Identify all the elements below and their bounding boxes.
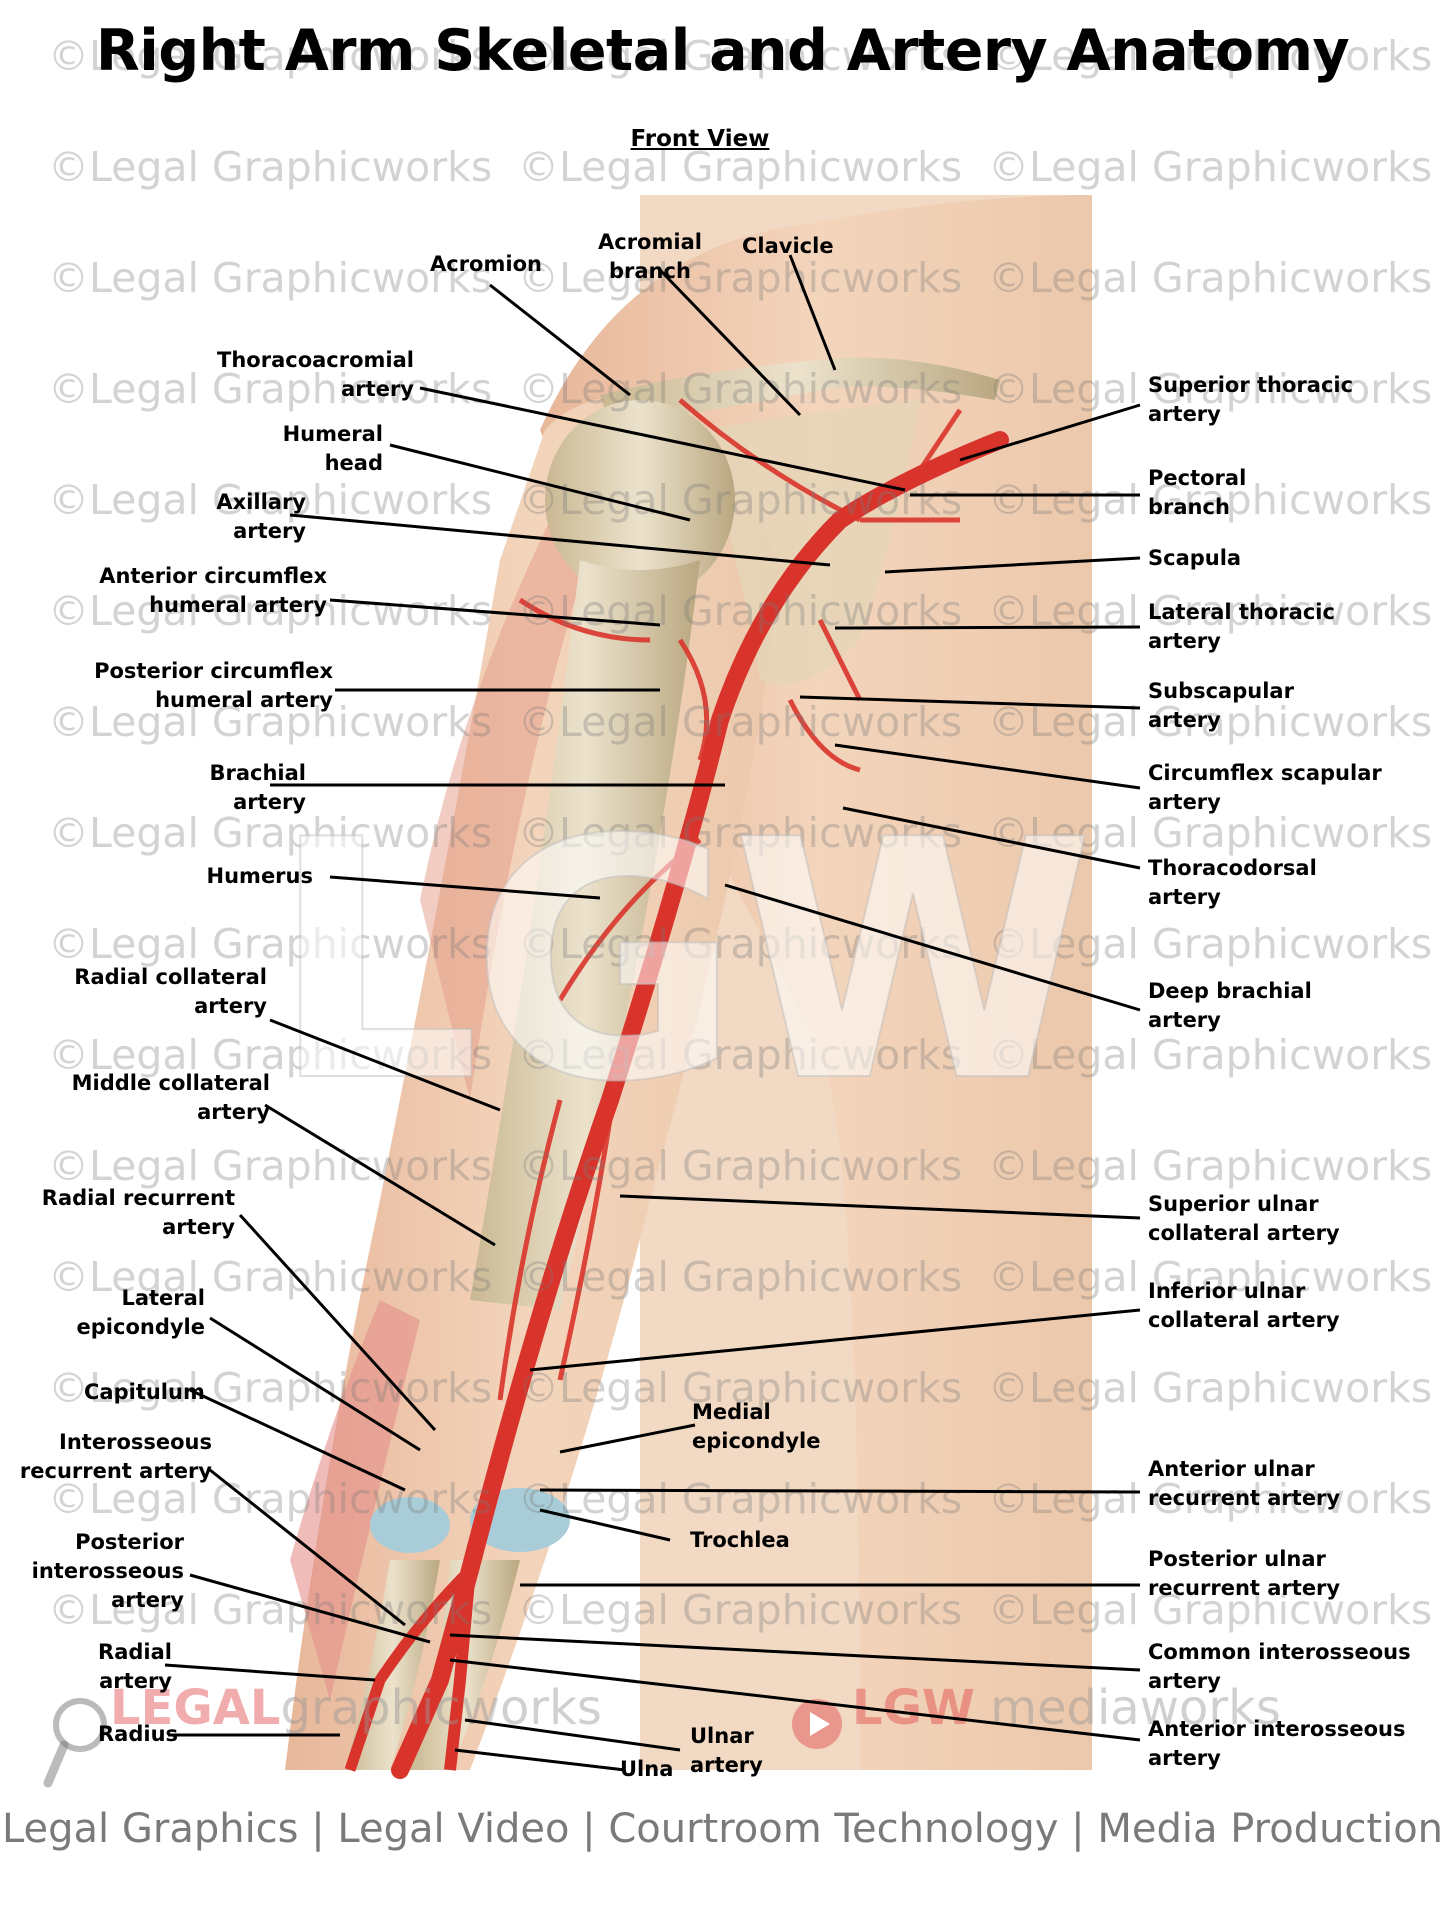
label-subscapular-artery: Subscapular artery bbox=[1148, 679, 1294, 732]
label-anterior-interosseous-artery: Anterior interosseous artery bbox=[1148, 1717, 1406, 1770]
label-superior-ulnar-collateral-artery: Superior ulnar collateral artery bbox=[1148, 1192, 1340, 1245]
ulnar-artery bbox=[444, 1569, 476, 1771]
label-radius: Radius bbox=[98, 1722, 179, 1746]
clavicle-bone bbox=[600, 357, 1000, 425]
label-humerus: Humerus bbox=[206, 864, 313, 888]
label-thoracodorsal-artery: Thoracodorsal artery bbox=[1148, 856, 1317, 909]
label-interosseous-recurrent-artery: Interosseous recurrent artery bbox=[19, 1430, 212, 1483]
label-common-interosseous-artery: Common interosseous artery bbox=[1148, 1640, 1411, 1693]
label-thoracoacromial-artery: Thoracoacromial artery bbox=[217, 348, 414, 401]
label-deep-brachial-artery: Deep brachial artery bbox=[1148, 979, 1312, 1032]
label-circumflex-scapular-artery: Circumflex scapular artery bbox=[1148, 761, 1382, 814]
brand-legal-graphicworks: LEGALgraphicworks bbox=[110, 1680, 602, 1736]
label-trochlea: Trochlea bbox=[690, 1528, 790, 1552]
label-anterior-circumflex-humeral-artery: Anterior circumflex humeral artery bbox=[99, 564, 327, 617]
footer-tagline: Legal Graphics | Legal Video | Courtroom… bbox=[1, 1806, 1444, 1852]
label-medial-epicondyle: Medial epicondyle bbox=[692, 1400, 821, 1453]
label-posterior-circumflex-humeral-artery: Posterior circumflex humeral artery bbox=[94, 659, 333, 712]
brand-mediaworks: mediaworks bbox=[990, 1680, 1281, 1736]
label-lateral-epicondyle: Lateral epicondyle bbox=[76, 1286, 205, 1339]
magnifier-icon bbox=[43, 1698, 107, 1788]
brand-lgw-mediaworks: LGW mediaworks bbox=[852, 1680, 1281, 1736]
label-posterior-ulnar-recurrent-artery: Posterior ulnar recurrent artery bbox=[1148, 1547, 1341, 1600]
radial-artery bbox=[344, 1566, 474, 1772]
label-axillary-artery: Axillary artery bbox=[216, 490, 306, 543]
label-brachial-artery: Brachial artery bbox=[209, 761, 307, 814]
label-pectoral-branch: Pectoral branch bbox=[1148, 466, 1247, 519]
label-scapula: Scapula bbox=[1148, 546, 1242, 570]
humeral-head-bone bbox=[545, 400, 735, 600]
label-acromion: Acromion bbox=[430, 252, 542, 276]
play-icon bbox=[792, 1699, 842, 1749]
label-superior-thoracic-artery: Superior thoracic artery bbox=[1148, 373, 1354, 426]
label-capitulum: Capitulum bbox=[84, 1380, 205, 1404]
label-posterior-interosseous-artery: Posterior interosseous artery bbox=[31, 1530, 184, 1612]
label-lateral-thoracic-artery: Lateral thoracic artery bbox=[1148, 600, 1335, 653]
label-inferior-ulnar-collateral-artery: Inferior ulnar collateral artery bbox=[1148, 1279, 1340, 1332]
label-radial-collateral-artery: Radial collateral artery bbox=[74, 965, 267, 1018]
branch-arteries bbox=[497, 398, 963, 1401]
humerus-bone bbox=[470, 560, 700, 1310]
muscle-shading-2 bbox=[290, 1300, 420, 1700]
label-acromial-branch: Acromial branch bbox=[598, 230, 702, 283]
label-clavicle: Clavicle bbox=[742, 234, 834, 258]
capitulum-cartilage bbox=[370, 1497, 450, 1553]
lgw-logo-watermark: LGW bbox=[269, 769, 1096, 1155]
brand-graphicworks: graphicworks bbox=[280, 1680, 602, 1736]
label-ulnar-artery: Ulnar artery bbox=[690, 1724, 763, 1777]
label-radial-artery: Radial artery bbox=[98, 1640, 172, 1693]
view-subtitle: Front View bbox=[630, 126, 770, 152]
label-ulna: Ulna bbox=[620, 1757, 674, 1781]
label-anterior-ulnar-recurrent-artery: Anterior ulnar recurrent artery bbox=[1148, 1457, 1341, 1510]
label-radial-recurrent-artery: Radial recurrent artery bbox=[41, 1186, 235, 1239]
muscle-shading bbox=[420, 500, 600, 1100]
label-middle-collateral-artery: Middle collateral artery bbox=[71, 1071, 270, 1124]
page-title: Right Arm Skeletal and Artery Anatomy bbox=[95, 18, 1350, 84]
label-humeral-head: Humeral head bbox=[282, 422, 383, 475]
brand-legal: LEGAL bbox=[110, 1680, 281, 1736]
